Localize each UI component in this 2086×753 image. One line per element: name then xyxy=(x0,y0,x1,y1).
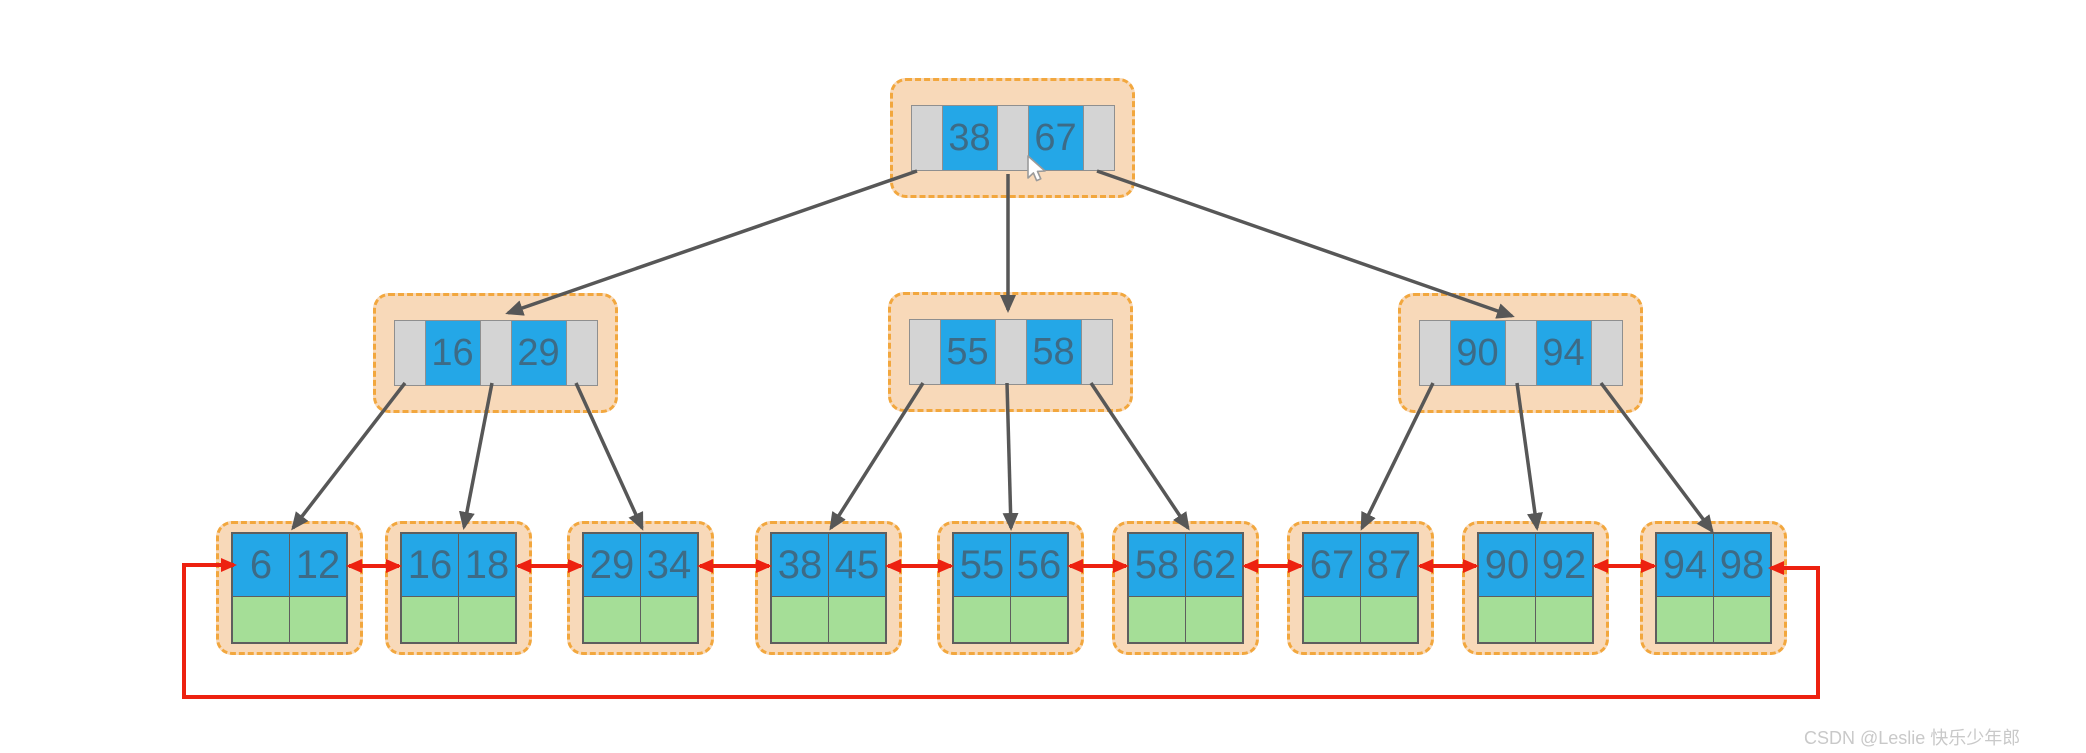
leaf-data-cell xyxy=(1129,596,1186,642)
leaf-key-cell: 98 xyxy=(1714,534,1770,596)
key-cell: 58 xyxy=(1025,320,1082,384)
leaf-data-cell xyxy=(1536,596,1592,642)
leaf-key-cell: 16 xyxy=(402,534,459,596)
leaf-key-cell: 90 xyxy=(1479,534,1536,596)
leaf-data-cell xyxy=(233,596,290,642)
root-row: 38 67 xyxy=(910,105,1115,171)
leaf-key-cell: 58 xyxy=(1129,534,1186,596)
leaf-key-cell: 45 xyxy=(829,534,885,596)
leaf-key-cell: 18 xyxy=(459,534,515,596)
leaf-data-cell xyxy=(584,596,641,642)
leaf-key-cell: 6 xyxy=(233,534,290,596)
leaf-grid: 67 87 xyxy=(1302,532,1419,644)
watermark-text: CSDN @Leslie 快乐少年郎 xyxy=(1804,728,2021,748)
leaf-data-cell xyxy=(1714,596,1770,642)
leaf-data-cell xyxy=(1361,596,1417,642)
edge-root-to-internal-0 xyxy=(505,169,918,316)
btree-leaf-node: 58 62 xyxy=(1112,521,1259,655)
leaf-data-cell xyxy=(829,596,885,642)
leaf-data-cell xyxy=(1479,596,1536,642)
leaf-data-cell xyxy=(1186,596,1242,642)
leaf-key-cell: 56 xyxy=(1011,534,1067,596)
child-pointer-cell xyxy=(394,321,425,385)
key-cell: 55 xyxy=(939,320,996,384)
leaf-data-cell xyxy=(641,596,697,642)
btree-internal-node: 90 94 xyxy=(1398,293,1643,413)
btree-leaf-node: 6 12 xyxy=(216,521,363,655)
child-pointer-cell xyxy=(1083,106,1114,170)
leaf-data-cell xyxy=(290,596,346,642)
child-pointer-cell xyxy=(1591,321,1622,385)
btree-root-node: 38 67 xyxy=(890,78,1135,198)
leaf-grid: 6 12 xyxy=(231,532,348,644)
leaf-key-cell: 87 xyxy=(1361,534,1417,596)
child-pointer-cell xyxy=(480,321,511,385)
child-pointer-cell xyxy=(997,106,1028,170)
child-pointer-cell xyxy=(566,321,597,385)
btree-leaf-node: 38 45 xyxy=(755,521,902,655)
btree-internal-node: 16 29 xyxy=(373,293,618,413)
leaf-key-cell: 94 xyxy=(1657,534,1714,596)
leaf-grid: 16 18 xyxy=(400,532,517,644)
leaf-key-cell: 29 xyxy=(584,534,641,596)
key-cell: 90 xyxy=(1449,321,1506,385)
leaf-key-cell: 34 xyxy=(641,534,697,596)
btree-leaf-node: 55 56 xyxy=(937,521,1084,655)
leaf-grid: 90 92 xyxy=(1477,532,1594,644)
leaf-key-cell: 55 xyxy=(954,534,1011,596)
leaf-data-cell xyxy=(1657,596,1714,642)
child-pointer-cell xyxy=(1081,320,1112,384)
internal-row: 55 58 xyxy=(908,319,1113,385)
leaf-data-cell xyxy=(1304,596,1361,642)
leaf-grid: 29 34 xyxy=(582,532,699,644)
key-cell: 94 xyxy=(1535,321,1592,385)
btree-internal-node: 55 58 xyxy=(888,292,1133,412)
child-pointer-cell xyxy=(911,106,942,170)
leaf-data-cell xyxy=(402,596,459,642)
btree-leaf-node: 90 92 xyxy=(1462,521,1609,655)
leaf-key-cell: 62 xyxy=(1186,534,1242,596)
internal-row: 90 94 xyxy=(1418,320,1623,386)
leaf-grid: 38 45 xyxy=(770,532,887,644)
leaf-data-cell xyxy=(772,596,829,642)
leaf-grid: 55 56 xyxy=(952,532,1069,644)
key-cell: 29 xyxy=(510,321,567,385)
leaf-data-cell xyxy=(1011,596,1067,642)
child-pointer-cell xyxy=(909,320,940,384)
btree-leaf-node: 16 18 xyxy=(385,521,532,655)
leaf-key-cell: 12 xyxy=(290,534,346,596)
internal-row: 16 29 xyxy=(393,320,598,386)
leaf-data-cell xyxy=(459,596,515,642)
btree-leaf-node: 94 98 xyxy=(1640,521,1787,655)
leaf-grid: 58 62 xyxy=(1127,532,1244,644)
leaf-key-cell: 67 xyxy=(1304,534,1361,596)
key-cell: 67 xyxy=(1027,106,1084,170)
leaf-grid: 94 98 xyxy=(1655,532,1772,644)
child-pointer-cell xyxy=(995,320,1026,384)
child-pointer-cell xyxy=(1419,321,1450,385)
btree-leaf-node: 67 87 xyxy=(1287,521,1434,655)
key-cell: 38 xyxy=(941,106,998,170)
mouse-cursor-icon xyxy=(1027,155,1046,182)
btree-leaf-node: 29 34 xyxy=(567,521,714,655)
leaf-data-cell xyxy=(954,596,1011,642)
leaf-key-cell: 92 xyxy=(1536,534,1592,596)
child-pointer-cell xyxy=(1505,321,1536,385)
leaf-key-cell: 38 xyxy=(772,534,829,596)
key-cell: 16 xyxy=(424,321,481,385)
